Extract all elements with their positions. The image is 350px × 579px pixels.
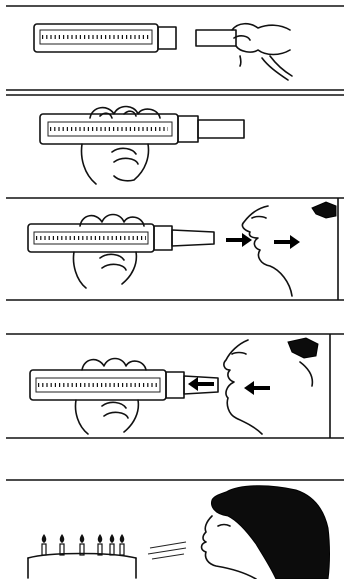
peak-flow-meter-icon	[34, 24, 176, 52]
panel-step-4	[0, 304, 350, 444]
step-2-illustration	[0, 92, 350, 192]
hand-icon	[82, 107, 160, 185]
candle-icon	[120, 534, 125, 555]
candle-icon	[98, 534, 103, 555]
hair-icon	[312, 202, 336, 218]
panel-step-3	[0, 192, 350, 304]
step-1-illustration	[0, 0, 350, 92]
breath-lines-icon	[148, 542, 186, 559]
mouthpiece-icon	[196, 30, 236, 46]
candle-icon	[80, 534, 85, 555]
step-5-illustration	[0, 444, 350, 579]
arrow-icon	[226, 233, 252, 247]
arrow-icon	[244, 381, 270, 395]
arrow-icon	[274, 235, 300, 249]
face-profile-icon	[242, 206, 292, 296]
step-4-illustration	[0, 304, 350, 444]
peak-flow-meter-icon	[40, 114, 244, 144]
candles	[42, 534, 125, 555]
panel-step-2	[0, 92, 350, 192]
arrow-icon	[188, 377, 214, 391]
hand-icon	[232, 24, 292, 80]
step-3-illustration	[0, 192, 350, 304]
face-profile-icon	[202, 486, 330, 579]
panel-step-1	[0, 0, 350, 92]
candle-icon	[42, 534, 47, 555]
panel-step-5	[0, 444, 350, 579]
cake-icon	[28, 554, 136, 579]
candle-icon	[110, 534, 115, 555]
hair-icon	[288, 338, 318, 358]
peak-flow-meter-icon	[28, 224, 214, 252]
candle-icon	[60, 534, 65, 555]
